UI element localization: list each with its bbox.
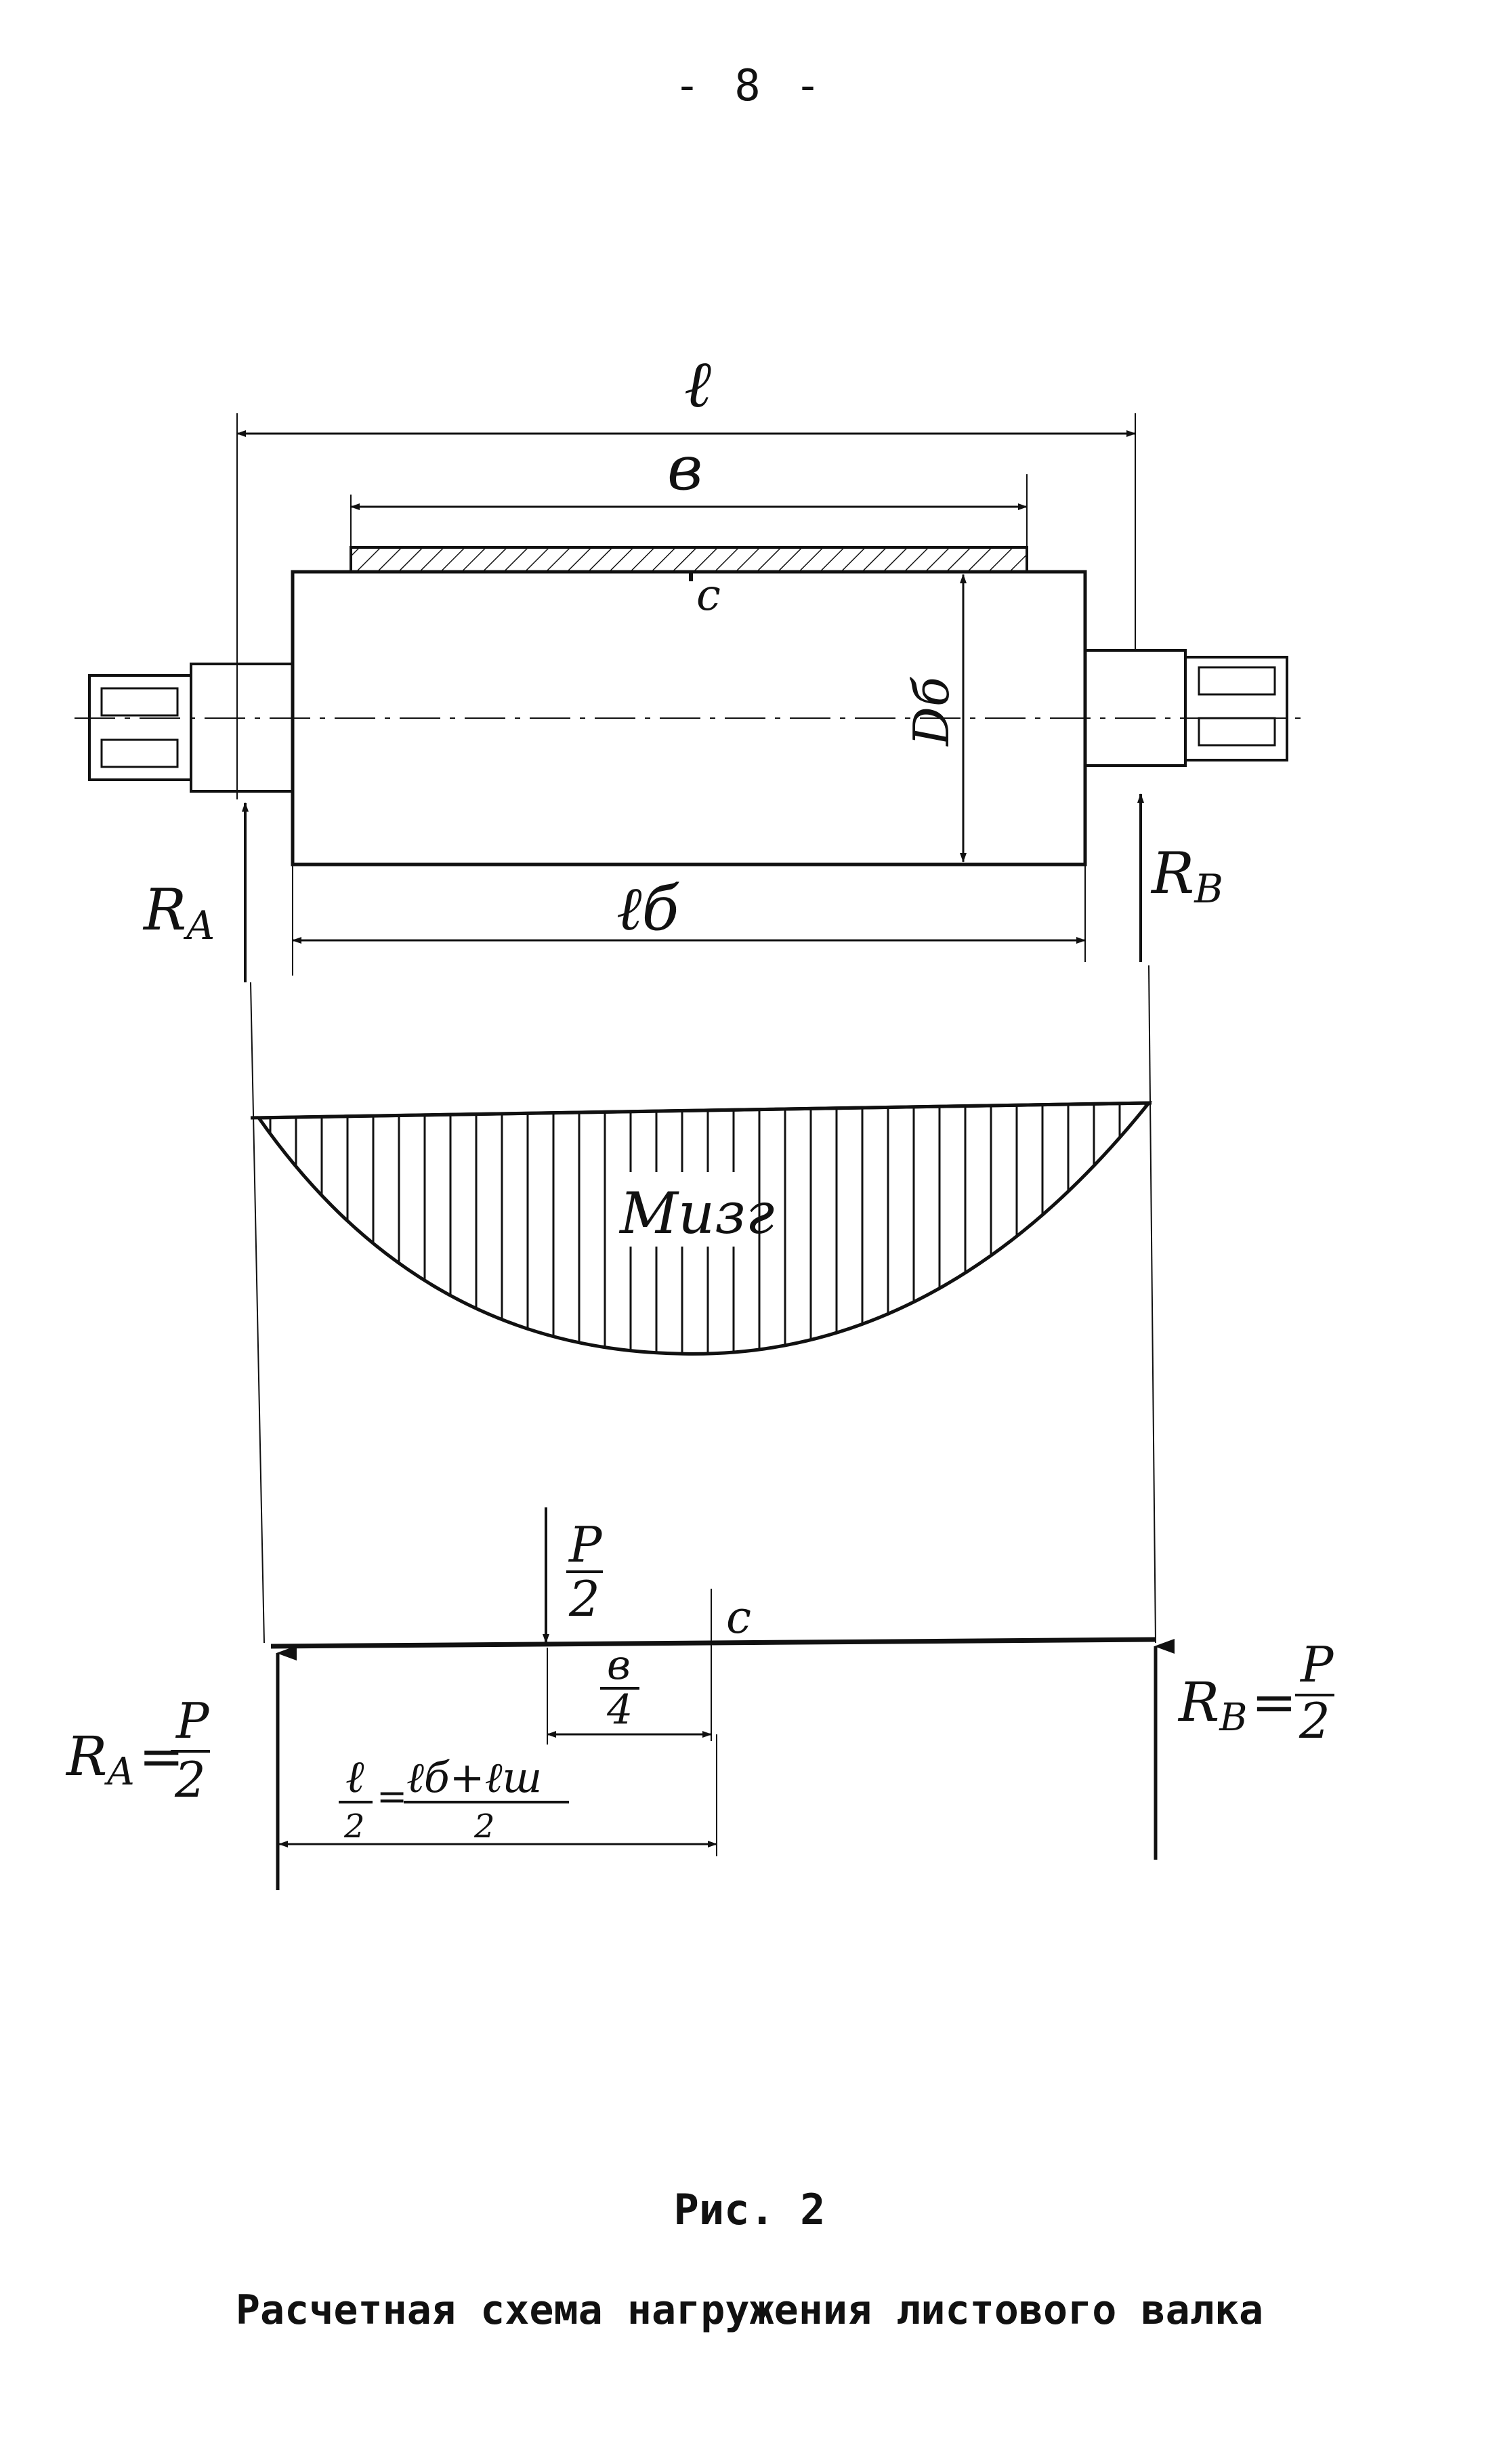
label-load: P 2: [568, 1516, 617, 1627]
beam-line: [270, 1637, 1156, 1649]
dim-barrel-length: [292, 864, 1086, 976]
svg-text:P: P: [1299, 1636, 1334, 1693]
projection-left: [250, 982, 265, 1644]
label-center-point: с: [696, 570, 721, 621]
dim-total-length: [236, 413, 1136, 799]
svg-text:ℓ: ℓ: [345, 1751, 364, 1803]
svg-text:P: P: [175, 1692, 210, 1749]
page-number: - 8 -: [674, 61, 825, 111]
formula-reaction-b: RB= P 2: [1177, 1636, 1334, 1749]
svg-text:ℓб+ℓш: ℓб+ℓш: [406, 1753, 542, 1802]
label-barrel-diameter: Dб: [903, 676, 960, 747]
label-reaction-a: RA: [142, 877, 215, 948]
label-total-length: ℓ: [684, 346, 711, 422]
label-center-point-lower: с: [726, 1591, 751, 1644]
label-barrel-length: ℓб: [616, 873, 679, 944]
svg-text:=: =: [377, 1775, 407, 1818]
right-wobbler: [1184, 656, 1288, 761]
figure-number: Рис. 2: [673, 2185, 826, 2234]
svg-text:2: 2: [1299, 1692, 1330, 1749]
projection-right: [1148, 965, 1156, 1644]
label-quarter-width: в 4: [606, 1642, 643, 1734]
roll-drawing: [75, 546, 1301, 866]
left-neck: [190, 663, 294, 793]
label-reaction-b: RB: [1150, 840, 1223, 912]
svg-text:2: 2: [174, 1751, 206, 1808]
figure-title: Расчетная схема нагружения листового вал…: [235, 2286, 1264, 2334]
svg-text:2: 2: [343, 1808, 365, 1845]
formula-half-length: ℓ 2 = ℓб+ℓш 2: [339, 1751, 569, 1845]
left-wobbler: [88, 674, 192, 781]
label-bending-moment: Mизг: [618, 1180, 774, 1247]
sheet-plate: [350, 546, 1028, 573]
label-plate-width: в: [667, 433, 702, 504]
dim-plate-width: [350, 474, 1028, 547]
svg-text:RB=: RB=: [1177, 1671, 1296, 1740]
svg-text:2: 2: [473, 1808, 495, 1845]
right-neck: [1084, 649, 1187, 767]
svg-text:RA=: RA=: [65, 1725, 184, 1794]
bending-moment-diagram: [250, 1101, 1153, 1356]
formula-reaction-a: RA= P 2: [65, 1692, 210, 1808]
